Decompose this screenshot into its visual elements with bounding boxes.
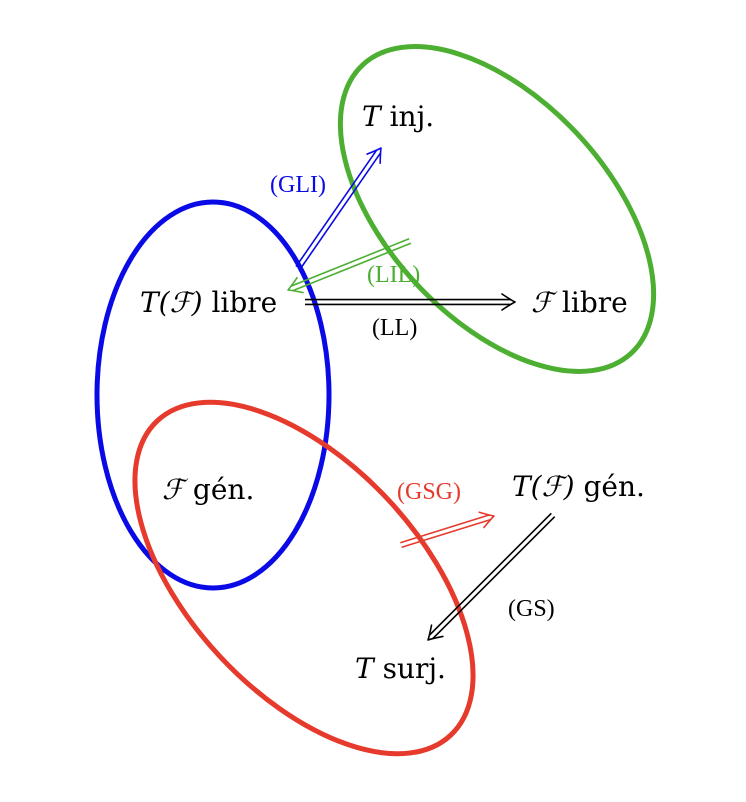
arrow-gsg-head <box>478 511 495 529</box>
blue-ellipse <box>94 199 332 591</box>
arrow-gs-rail <box>431 516 556 640</box>
node-t-inj: T inj. <box>362 100 434 133</box>
arrow-gs-rail <box>428 512 552 637</box>
arrow-lil-rail <box>290 238 410 288</box>
node-t-surj-text: surj. <box>374 652 446 685</box>
edge-label-gs: (GS) <box>508 596 555 622</box>
green-ellipse <box>337 44 657 374</box>
arrow-ll-head <box>501 293 516 311</box>
node-f-libre: ℱ libre <box>531 286 628 319</box>
arrow-gsg-rail <box>401 518 492 549</box>
arrow-gsg-rail <box>400 514 490 544</box>
arrow-gli-rail <box>299 152 382 270</box>
edge-label-lil: (LIL) <box>367 262 420 288</box>
arrow-gs <box>427 512 556 641</box>
arrow-gli-rail <box>295 149 378 268</box>
node-t-inj-var: T <box>362 100 383 133</box>
edge-label-gsg: (GSG) <box>397 479 461 505</box>
node-tf-libre-text: libre <box>203 286 278 319</box>
edge-label-ll: (LL) <box>372 315 417 341</box>
arrow-lil-rail <box>292 242 412 292</box>
node-tf-gen: T(ℱ) gén. <box>512 470 645 503</box>
node-f-gen-text: gén. <box>184 473 254 506</box>
arrow-gs-head <box>427 624 444 641</box>
node-tf-libre-var: T(ℱ) <box>140 286 203 319</box>
node-t-surj: T surj. <box>355 652 446 685</box>
node-t-surj-var: T <box>355 652 376 685</box>
arrow-ll <box>305 293 516 311</box>
arrow-gli <box>295 147 382 270</box>
node-t-inj-text: inj. <box>381 100 434 133</box>
node-tf-libre: T(ℱ) libre <box>140 286 277 319</box>
arrow-gli-head <box>366 147 382 165</box>
arrow-lil-head <box>287 276 304 294</box>
red-ellipse <box>132 399 476 757</box>
edge-label-gli: (GLI) <box>270 172 326 198</box>
node-tf-gen-var: T(ℱ) <box>512 470 575 503</box>
node-f-gen: ℱ gén. <box>162 473 254 506</box>
node-f-libre-text: libre <box>553 286 628 319</box>
arrow-lil <box>287 238 412 294</box>
node-tf-gen-text: gén. <box>575 470 645 503</box>
arrow-gsg <box>400 511 495 549</box>
